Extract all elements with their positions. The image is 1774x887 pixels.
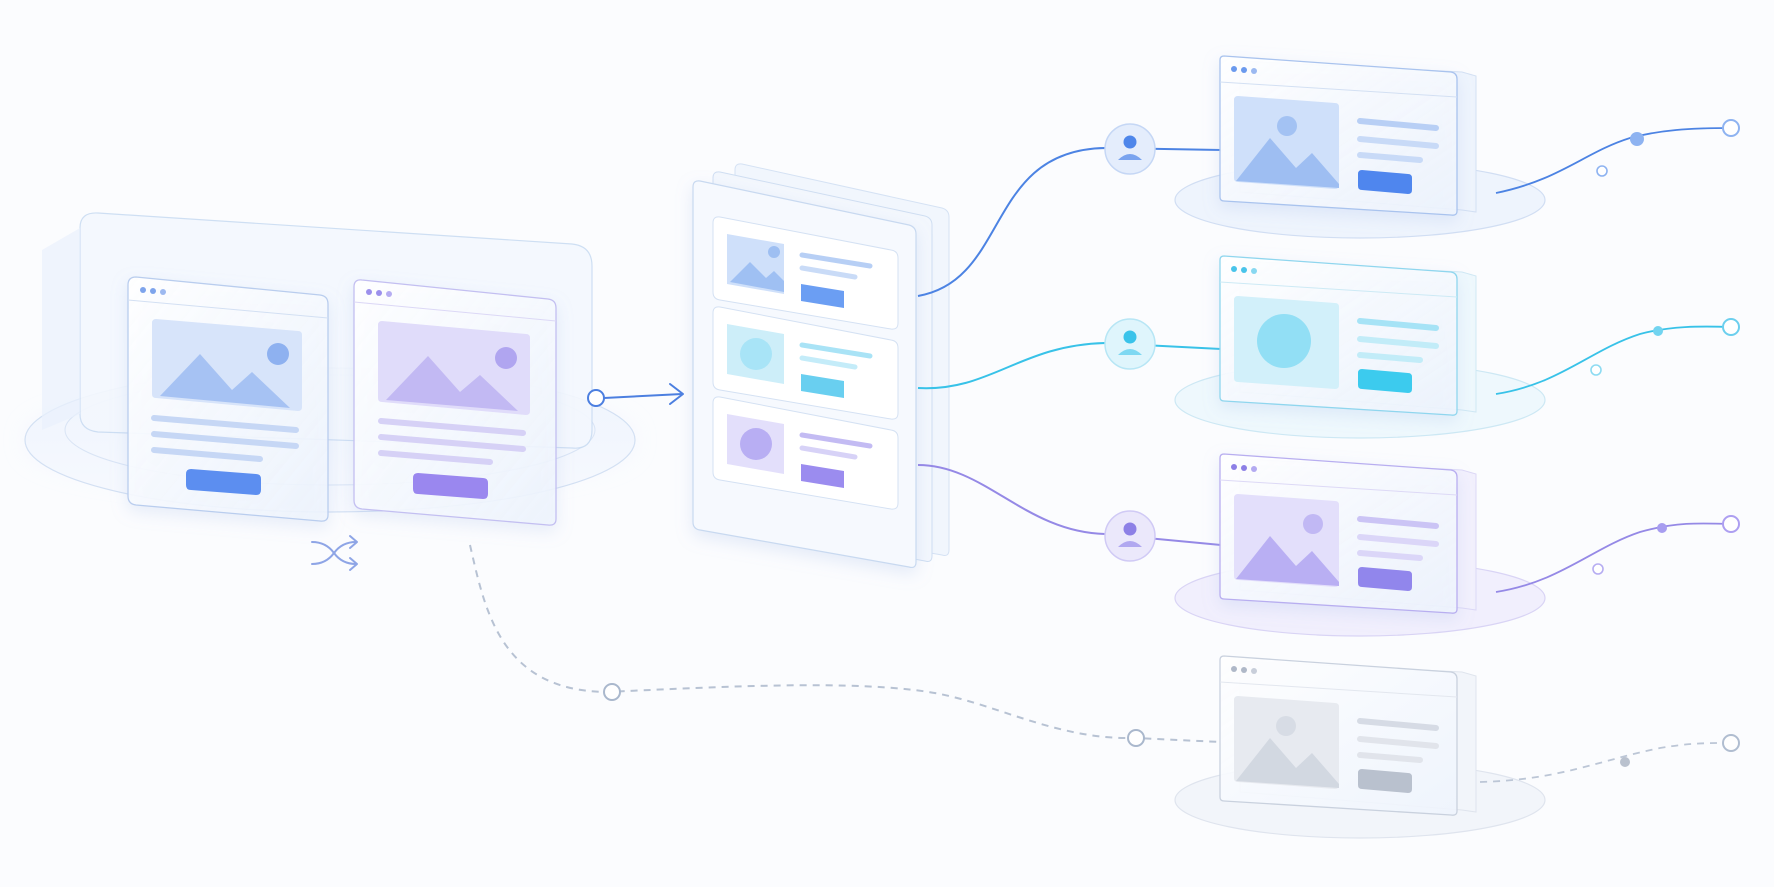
mountain-icon [730, 262, 784, 292]
ab-test-stage [24, 212, 636, 571]
sun-icon [267, 343, 289, 365]
stack-card-2 [712, 306, 899, 420]
user-icon [1123, 135, 1137, 149]
sun-icon [1277, 116, 1297, 136]
cta-button[interactable] [801, 464, 844, 488]
personalized-variants [1174, 55, 1740, 839]
stack-card-1 [712, 216, 899, 330]
circle-image [740, 428, 772, 460]
audience-avatar-3[interactable] [1104, 510, 1156, 562]
variant-branch-cyan [1174, 255, 1740, 439]
circle-image [1257, 314, 1311, 368]
mountain-icon [1236, 536, 1339, 586]
window-dot-icon [1231, 66, 1237, 72]
cta-button[interactable] [1358, 769, 1412, 793]
connector-node [587, 389, 605, 407]
content-stack [692, 163, 950, 569]
cta-button[interactable] [801, 374, 844, 398]
audience-avatar-2[interactable] [1104, 318, 1156, 370]
branch-connectors [469, 146, 1222, 743]
audience-avatars [603, 123, 1156, 747]
sun-icon [1303, 514, 1323, 534]
variant-branch-blue [1174, 55, 1740, 239]
ab-to-stack-connector [587, 383, 684, 407]
variant-branch-purple [1174, 453, 1740, 637]
connector-node [1722, 119, 1740, 137]
user-icon [1123, 522, 1137, 536]
user-icon [1123, 330, 1137, 344]
connector-node [1722, 734, 1740, 752]
connector-node [1722, 515, 1740, 533]
mountain-icon [160, 354, 290, 408]
variant-a-card [127, 276, 329, 522]
circle-image [740, 338, 772, 370]
cta-button[interactable] [413, 473, 488, 499]
variant-b-card [353, 279, 557, 526]
connector-node [603, 683, 621, 701]
shuffle-icon [311, 535, 358, 571]
cta-button[interactable] [1358, 369, 1412, 393]
connector-node [1127, 729, 1145, 747]
arrow-icon [669, 383, 684, 405]
stack-card-3 [712, 396, 899, 510]
mountain-icon [1236, 138, 1339, 188]
sun-icon [1276, 716, 1296, 736]
window-dot-icon [140, 287, 146, 293]
connector-node [1722, 318, 1740, 336]
cta-button[interactable] [186, 469, 261, 495]
cta-button[interactable] [1358, 170, 1412, 194]
cta-button[interactable] [1358, 567, 1412, 591]
mountain-icon [1236, 738, 1339, 788]
variant-branch-gray [1174, 655, 1740, 839]
audience-avatar-1[interactable] [1104, 123, 1156, 175]
cta-button[interactable] [801, 284, 844, 308]
